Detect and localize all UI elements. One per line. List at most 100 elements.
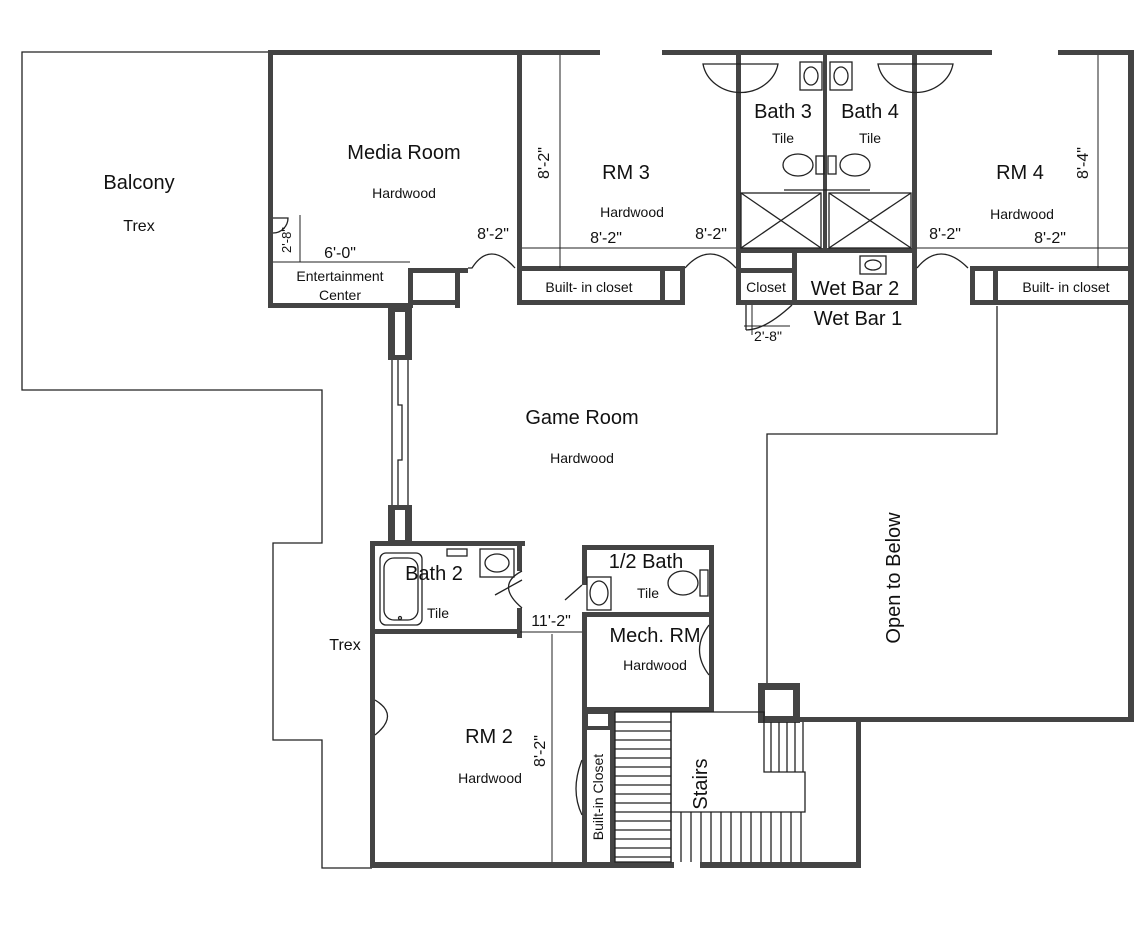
- wall-closet-right: [792, 250, 797, 305]
- wall-media-rm3: [517, 55, 522, 305]
- rm4-closet-label: Built- in closet: [1022, 279, 1109, 295]
- dim-media-door-height: 2'-8": [279, 227, 294, 253]
- closet-void-rm4: [976, 272, 992, 299]
- toilet-bath4: [839, 153, 871, 177]
- balcony-outline: [21, 51, 372, 869]
- toilet-halfbath: [667, 570, 699, 596]
- wall-top-media: [268, 50, 600, 55]
- rm4-name: RM 4: [996, 162, 1044, 184]
- wall-closet-rm2-right: [610, 712, 615, 868]
- wall-stairs-right: [856, 717, 861, 868]
- dim-rm4-door: 8'-2": [929, 226, 961, 243]
- closet-label: Closet: [746, 279, 786, 295]
- wall-bath2-bottom: [370, 629, 522, 634]
- wall-bath-divider: [823, 55, 827, 250]
- glass-doors: [391, 360, 409, 505]
- wall-bath-rm4: [912, 55, 917, 305]
- dimension-labels: 2'-8" 6'-0" 8'-2" 8'-2" 8'-2" 8'-2" 8'-2…: [279, 147, 1092, 767]
- dim-media-width: 6'-0": [324, 245, 356, 262]
- wall-halfbath-bottom: [582, 612, 714, 617]
- wall-closet-bottom: [736, 300, 794, 305]
- trex-label: Trex: [329, 637, 360, 654]
- wall-rm4-closet-l: [970, 266, 975, 305]
- balcony-floor: Trex: [123, 218, 154, 235]
- sink-bath2: [479, 548, 515, 578]
- wall-bath2-right: [517, 541, 522, 571]
- dim-rm2-height: 8'-2": [532, 735, 549, 767]
- media-name: Media Room: [347, 142, 460, 164]
- wall-rm4-closet-bottom: [970, 300, 1134, 305]
- stair-pillar-void: [765, 690, 793, 716]
- wall-rm3-closet-r: [660, 266, 665, 305]
- shower-bath3: [740, 192, 822, 249]
- wet-bar-1-label: Wet Bar 1: [814, 308, 903, 330]
- labels: Balcony Trex Media Room Hardwood RM 3 Ha…: [103, 101, 1109, 840]
- dim-bath2-door: 11'-2": [531, 613, 571, 630]
- game-room-floor: Hardwood: [550, 450, 614, 466]
- stairs: [614, 711, 806, 863]
- wall-rm3-closet-r2: [680, 266, 685, 305]
- wall-bath2-right-2: [517, 608, 522, 638]
- wall-rm3-bath: [736, 55, 741, 305]
- wall-bath-bottom: [736, 248, 917, 253]
- wall-bath2-left: [370, 541, 375, 868]
- rm4-floor: Hardwood: [990, 206, 1054, 222]
- dimension-lines: [273, 55, 1128, 862]
- mech-floor: Hardwood: [623, 657, 687, 673]
- wall-stairs-bottom: [700, 862, 861, 868]
- halfbath-floor: Tile: [637, 585, 659, 601]
- wall-rm2-bottom: [370, 862, 674, 868]
- thin-outlines: [21, 51, 998, 869]
- wall-rm4-closet-top: [970, 266, 1134, 271]
- wall-halfbath-right: [709, 545, 714, 712]
- wall-rm3-closet-top: [517, 266, 685, 271]
- entertainment-label-1: Entertainment: [296, 268, 383, 284]
- wall-closet-top: [736, 268, 794, 273]
- balcony-name: Balcony: [103, 172, 174, 194]
- wall-media-bottom: [268, 303, 410, 308]
- wall-rm3-closet-bottom: [517, 300, 685, 305]
- dim-rm3-height: 8'-2": [536, 147, 553, 179]
- rm3-floor: Hardwood: [600, 204, 664, 220]
- dim-rm3-door: 8'-2": [695, 226, 727, 243]
- wall-top-mid: [662, 50, 992, 55]
- bath4-name: Bath 4: [841, 101, 899, 123]
- wall-mech-bottom: [582, 707, 714, 712]
- tub-bath2: [379, 552, 423, 626]
- wall-rm4-closet-l2: [993, 266, 998, 305]
- wetbar-sink: [859, 255, 887, 275]
- bath2-floor: Tile: [427, 605, 449, 621]
- wall-media-bottom-2: [408, 268, 468, 273]
- wall-top-right: [1058, 50, 1134, 55]
- wall-media-niche: [408, 268, 413, 308]
- wall-halfbath-left: [582, 545, 587, 585]
- dim-rm4-width: 8'-2": [1034, 230, 1066, 247]
- mech-block-void: [588, 714, 608, 726]
- wall-inner-voids: [395, 272, 992, 726]
- game-room-name: Game Room: [525, 407, 638, 429]
- mech-name: Mech. RM: [609, 625, 700, 647]
- dim-closet-door: 2'-8": [754, 328, 782, 344]
- door-swings: [272, 217, 969, 816]
- halfbath-name: 1/2 Bath: [609, 551, 684, 573]
- pillar-void-2: [395, 510, 405, 540]
- wall-media-left: [268, 50, 273, 308]
- rm2-name: RM 2: [465, 726, 513, 748]
- rm3-closet-label: Built- in closet: [545, 279, 632, 295]
- wall-bath2-top: [370, 541, 525, 546]
- toilet-bath3: [782, 153, 814, 177]
- niche-void: [414, 276, 453, 298]
- wall-halfbath-top: [582, 545, 714, 550]
- bath3-floor: Tile: [772, 130, 794, 146]
- open-below-label: Open to Below: [883, 512, 905, 644]
- stairs-label: Stairs: [690, 758, 712, 809]
- closet-void-rm3: [666, 272, 679, 299]
- sink-bath3: [702, 63, 779, 94]
- rm2-closet-label: Built-in Closet: [590, 754, 606, 840]
- dim-rm4-height: 8'-4": [1075, 147, 1092, 179]
- dim-media-door: 8'-2": [477, 226, 509, 243]
- sink-bath4: [877, 63, 954, 94]
- fixtures: [379, 61, 954, 626]
- open-to-below-outline: [766, 306, 998, 683]
